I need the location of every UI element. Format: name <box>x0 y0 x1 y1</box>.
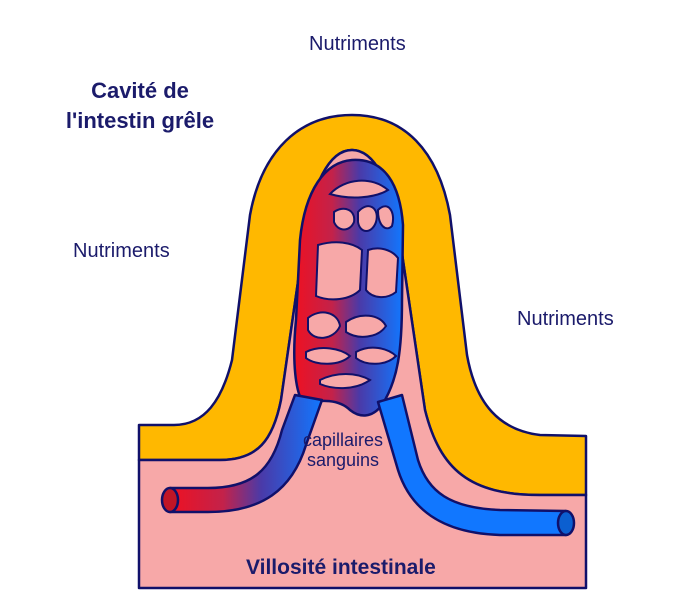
nutrients-label-top: Nutriments <box>309 33 406 55</box>
capillaries-label: capillaires sanguins <box>302 430 384 470</box>
nutrients-label-left: Nutriments <box>73 240 170 262</box>
artery <box>168 393 324 514</box>
capillary-gaps <box>305 179 400 390</box>
vein-opening <box>556 509 576 537</box>
artery-opening <box>160 486 180 514</box>
villus-label: Villosité intestinale <box>246 556 436 579</box>
nutrients-label-right: Nutriments <box>517 308 614 330</box>
cavity-label: Cavité de l'intestin grêle <box>65 78 215 133</box>
